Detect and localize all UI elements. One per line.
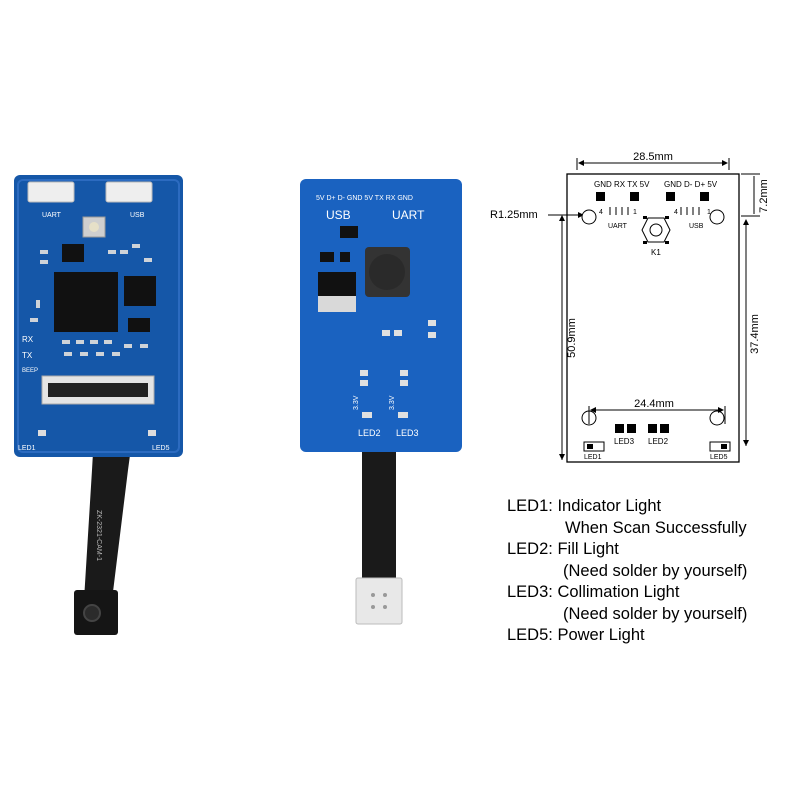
- mount-hole-tl: [581, 209, 597, 225]
- mount-hole-tr: [709, 209, 725, 225]
- pin-num-4: 1: [707, 209, 711, 216]
- k1-button: [641, 216, 671, 244]
- pin-num-1: 4: [599, 209, 603, 216]
- right-height-label: 37.4mm: [749, 314, 761, 354]
- diag-led3-label: LED3: [614, 437, 635, 446]
- legend-led1-name: LED1:: [507, 497, 553, 515]
- middle-led2-label: LED2: [358, 428, 381, 438]
- middle-volt-label-2: 3.3V: [389, 395, 396, 410]
- legend-led5-name: LED5:: [507, 626, 553, 644]
- legend-led2: LED2: Fill Light: [507, 539, 797, 561]
- legend-led3-desc2: (Need solder by yourself): [563, 604, 748, 623]
- legend-led1-desc2: When Scan Successfully: [565, 518, 747, 537]
- middle-regulator: [318, 272, 356, 296]
- left-cable-text: ZK-2321-CAM-1: [95, 510, 102, 561]
- left-pins-label: GND RX TX 5V: [594, 180, 650, 189]
- led-legend: LED1: Indicator Light When Scan Successf…: [507, 496, 797, 647]
- diagram-usb-label: USB: [689, 223, 704, 230]
- diag-led5-label: LED5: [710, 454, 728, 461]
- left-usb-label: USB: [130, 212, 145, 219]
- left-usb-connector: [105, 181, 153, 203]
- left-uart-label: UART: [42, 212, 62, 219]
- pin-num-2: 1: [633, 209, 637, 216]
- middle-usb-label: USB: [326, 208, 351, 222]
- right-pins-label: GND D- D+ 5V: [664, 180, 718, 189]
- middle-camera-back: [355, 577, 403, 625]
- legend-led3: LED3: Collimation Light: [507, 582, 797, 604]
- diagram-uart-label: UART: [608, 223, 628, 230]
- left-main-chip: [54, 272, 118, 332]
- left-led5-label: LED5: [152, 445, 170, 452]
- diag-led1-label: LED1: [584, 454, 602, 461]
- legend-led3-name: LED3:: [507, 583, 553, 601]
- middle-pcb: [300, 179, 462, 452]
- width-label: 28.5mm: [633, 151, 673, 163]
- middle-top-pins: 5V D+ D- GND 5V TX RX GND: [316, 195, 413, 202]
- k1-label: K1: [651, 248, 661, 257]
- left-beep-label: BEEP: [22, 368, 38, 374]
- left-uart-connector: [27, 181, 75, 203]
- legend-led2-name: LED2:: [507, 540, 553, 558]
- legend-led3-desc: Collimation Light: [557, 583, 680, 601]
- left-led1-label: LED1: [18, 445, 36, 452]
- diag-led2-label: LED2: [648, 437, 669, 446]
- legend-led2-desc: Fill Light: [557, 540, 619, 558]
- left-tx-label: TX: [22, 351, 33, 360]
- pin-num-3: 4: [674, 209, 678, 216]
- bottom-width-label: 24.4mm: [634, 398, 674, 410]
- radius-label: R1.25mm: [490, 209, 538, 221]
- legend-led5: LED5: Power Light: [507, 625, 797, 647]
- height-label: 50.9mm: [566, 318, 578, 358]
- left-flash-chip: [124, 276, 156, 306]
- middle-flex-cable: [362, 440, 396, 580]
- left-rx-label: RX: [22, 335, 34, 344]
- middle-uart-label: UART: [392, 208, 425, 222]
- left-flex-cable: [84, 418, 135, 600]
- legend-led1-desc: Indicator Light: [557, 497, 662, 515]
- mount-hole-br: [709, 410, 725, 426]
- legend-led1: LED1: Indicator Light: [507, 496, 797, 518]
- legend-led5-desc: Power Light: [557, 626, 645, 644]
- middle-volt-label-1: 3.3V: [353, 395, 360, 410]
- left-camera-lens: [83, 604, 101, 622]
- top-offset-label: 7.2mm: [758, 179, 770, 213]
- legend-led2-desc2: (Need solder by yourself): [563, 561, 748, 580]
- middle-led3-label: LED3: [396, 428, 419, 438]
